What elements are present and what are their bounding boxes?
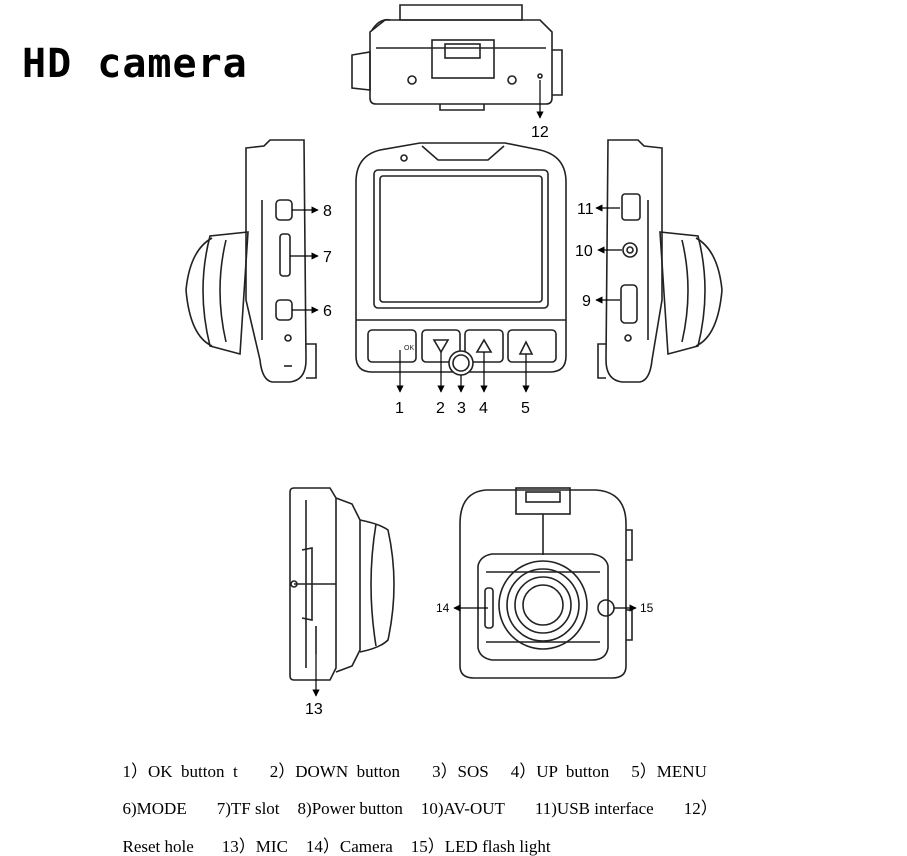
up-arrow-icon [475,338,493,353]
left-side-view [185,139,317,383]
legend-item: Reset hole [122,837,194,856]
callout-4: 4 [479,400,488,417]
legend-item: 6)MODE [122,799,187,818]
legend-item: 8)Power button [297,799,403,818]
callout-1: 1 [395,400,404,417]
legend-item: 15）LED flash light [410,837,551,856]
legend-item: 13）MIC [221,837,288,856]
callout-14: 14 [436,601,450,615]
usb-port [621,193,641,221]
callout-13: 13 [305,701,323,718]
front-view [355,142,567,376]
legend-item: 14）Camera [305,837,393,856]
callout-9: 9 [582,293,591,310]
ok-button [367,329,417,363]
legend-item: 12） [683,799,718,818]
callout-6: 6 [323,303,332,320]
legend-item: 4）UP button [510,762,610,781]
legend-line-2: 6)MODE 7)TF slot 8)Power button 10)AV-OUT 11… [114,783,718,817]
legend-item: 2）DOWN button [269,762,401,781]
mode-button [275,299,293,321]
hdmi-port [620,284,638,324]
led-flash-light [597,599,615,617]
legend-item: 11)USB interface [534,799,654,818]
down-arrow-icon [432,339,450,354]
callout-7: 7 [323,249,332,266]
top-view [351,4,563,111]
legend-item: 3）SOS [432,762,489,781]
callout-8: 8 [323,203,332,220]
camera-lens-icon [498,560,588,650]
legend-item: 5）MENU [631,762,707,781]
back-view-lens [459,487,633,679]
callout-10: 10 [575,243,593,260]
side-view-mic [289,487,395,681]
legend-item: 1）OK button t [122,762,238,781]
legend-item: 10)AV-OUT [420,799,505,818]
menu-warning-icon [518,340,534,355]
av-out-port [622,242,638,258]
menu-button [507,329,557,363]
legend-item: 7)TF slot [216,799,280,818]
callout-11: 11 [577,201,594,218]
callout-lines [290,80,637,697]
callout-3: 3 [457,400,466,417]
legend-line-1: 1）OK button t 2）DOWN button 3）SOS 4）UP butt… [114,746,707,780]
callout-5: 5 [521,400,530,417]
callout-2: 2 [436,400,445,417]
ok-button-label: OK [404,345,414,352]
legend-line-3: Reset hole 13）MIC 14）Camera 15）LED flash li… [114,821,551,855]
callout-12: 12 [531,124,549,141]
right-side-view [597,139,723,383]
callout-15: 15 [640,601,654,615]
power-button [275,199,293,221]
page-title: HD camera [22,41,248,87]
screen [373,169,549,309]
tf-slot [279,233,291,277]
